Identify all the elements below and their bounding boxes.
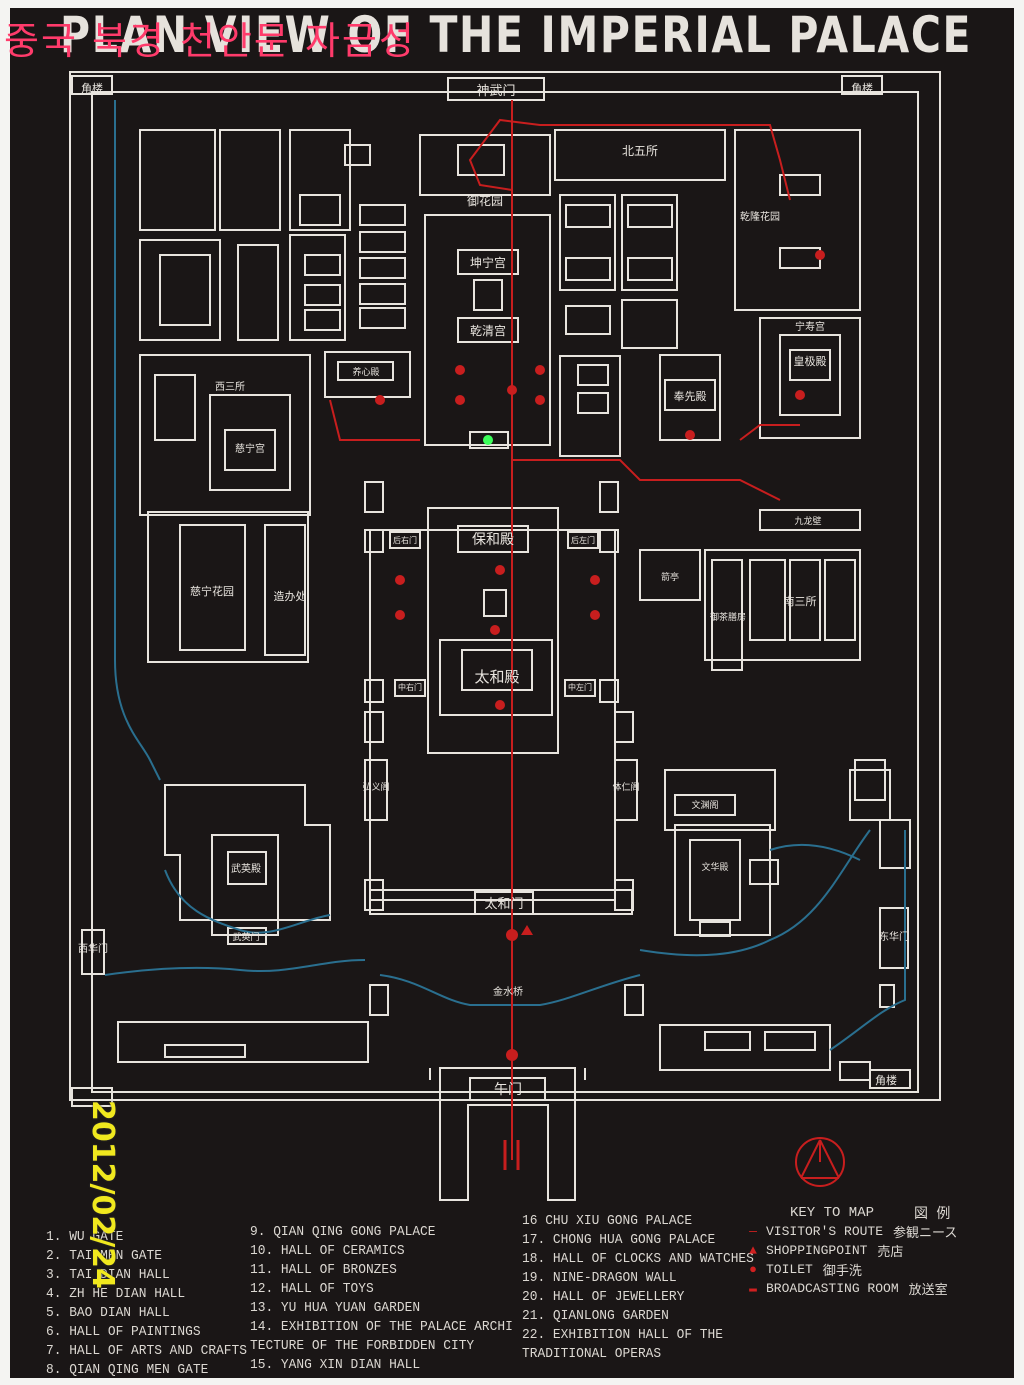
legend-item: 1. WU GATE	[46, 1229, 124, 1245]
label-zhongzuo: 中左门	[568, 682, 592, 692]
legend-item: 15. YANG XIN DIAN HALL	[250, 1357, 421, 1373]
label-cining-garden: 慈宁花园	[190, 584, 234, 598]
legend-item: 11. HALL OF BRONZES	[250, 1262, 397, 1278]
broadcast-icon: ▬	[749, 1281, 757, 1296]
legend-column-1: 1. WU GATE 2. TAI MEN GATE 3. TAI DIAN H…	[46, 1228, 247, 1380]
legend-item: 18. HALL OF CLOCKS AND WATCHES	[522, 1251, 754, 1267]
key-label-ja: 参観ニース	[893, 1226, 958, 1241]
label-houyou: 后右门	[393, 535, 417, 545]
legend-item: 7. HALL OF ARTS AND CRAFTS	[46, 1343, 247, 1359]
key-label: TOILET	[766, 1262, 813, 1277]
label-west-gate: 西华门	[78, 942, 108, 955]
compass-icon	[795, 1137, 845, 1187]
green-light	[483, 435, 493, 445]
key-label: SHOPPINGPOINT	[766, 1243, 868, 1258]
label-ningshou: 宁寿宫	[795, 320, 825, 333]
legend-item: 5. BAO DIAN HALL	[46, 1305, 170, 1321]
legend-item: 3. TAI DIAN HALL	[46, 1267, 170, 1283]
label-zhongyou: 中右门	[398, 682, 422, 692]
label-jiulong: 九龙壁	[794, 515, 821, 527]
date-stamp-text: 2012/02/24	[85, 1100, 120, 1289]
label-kunning: 坤宁宫	[470, 255, 506, 270]
label-north-gate: 神武门	[476, 84, 515, 99]
water-channel	[104, 100, 906, 1051]
meridian-gate	[439, 1067, 576, 1201]
legend-item: TECTURE OF THE FORBIDDEN CITY	[250, 1338, 475, 1354]
label-imperial-garden: 御花园	[467, 193, 503, 208]
legend-item: 2. TAI MEN GATE	[46, 1248, 162, 1264]
label-qianlong-garden: 乾隆花园	[740, 210, 780, 223]
label-jinshui: 金水桥	[493, 985, 523, 998]
inner-wall	[91, 91, 919, 1093]
label-meridian-gate: 午门	[494, 1082, 522, 1098]
label-beiwu: 北五所	[622, 144, 658, 158]
label-wuying: 武英殿	[231, 862, 261, 875]
toilet-dot-icon: ●	[749, 1262, 757, 1277]
visitor-route	[329, 100, 800, 1170]
label-corner-nw: 角楼	[81, 81, 103, 95]
shop-triangle-icon: ▲	[749, 1243, 757, 1258]
legend-item: 22. EXHIBITION HALL OF THE	[522, 1327, 723, 1343]
label-houzuo: 后左门	[571, 535, 595, 545]
legend-item: 14. EXHIBITION OF THE PALACE ARCHI	[250, 1319, 513, 1335]
label-wuying-gate: 武英门	[232, 931, 259, 943]
key-title-ja: 図 例	[914, 1206, 951, 1223]
north-gate	[447, 77, 545, 101]
legend-item: 12. HALL OF TOYS	[250, 1281, 374, 1297]
label-yucha: 御茶膳房	[710, 611, 746, 623]
date-stamp: 2012/02/24	[82, 1100, 122, 1370]
label-wenyuan: 文渊阁	[691, 799, 718, 811]
key-label: BROADCASTING ROOM	[766, 1281, 899, 1296]
label-xisan: 西三所	[215, 381, 245, 393]
watermark-text: 중국 북경 천안문 자금성	[4, 19, 416, 63]
legend-item: 13. YU HUA YUAN GARDEN	[250, 1300, 421, 1316]
legend-item: 19. NINE-DRAGON WALL	[522, 1270, 677, 1286]
route-line-icon: —	[749, 1224, 757, 1239]
label-baohe: 保和殿	[472, 532, 514, 548]
legend-item: 9. QIAN QING GONG PALACE	[250, 1224, 436, 1240]
label-jianting: 箭亭	[661, 571, 679, 583]
label-corner-ne: 角楼	[851, 81, 873, 95]
label-wenhua: 文华殿	[701, 861, 728, 873]
label-tiren: 体仁阁	[612, 781, 639, 793]
legend-item: TRADITIONAL OPERAS	[522, 1346, 662, 1362]
key-label: VISITOR'S ROUTE	[766, 1224, 884, 1239]
legend-item: 16 CHU XIU GONG PALACE	[522, 1213, 693, 1229]
label-cining: 慈宁宫	[235, 442, 265, 455]
legend-item: 17. CHONG HUA GONG PALACE	[522, 1232, 716, 1248]
label-yangxin: 养心殿	[352, 366, 379, 378]
label-taihe-hall: 太和殿	[474, 668, 519, 686]
label-fengxian: 奉先殿	[674, 389, 707, 403]
label-east-gate: 东华门	[879, 930, 909, 943]
legend-item: 4. ZH HE DIAN HALL	[46, 1286, 186, 1302]
label-hongyi: 弘义阁	[362, 781, 389, 793]
legend-item: 20. HALL OF JEWELLERY	[522, 1289, 685, 1305]
legend-item: 10. HALL OF CERAMICS	[250, 1243, 405, 1259]
label-zaoban: 造办处	[274, 589, 307, 603]
key-label-ja: 売店	[877, 1245, 904, 1260]
label-corner-se: 角楼	[875, 1073, 897, 1087]
key-label-ja: 放送室	[908, 1283, 948, 1298]
legend-item: 21. QIANLONG GARDEN	[522, 1308, 669, 1324]
key-label-ja: 御手洗	[822, 1264, 862, 1279]
label-huangji: 皇极殿	[794, 354, 827, 368]
label-taihe-gate: 太和门	[484, 897, 523, 912]
label-qianqing: 乾清宫	[470, 323, 506, 338]
map-title: PLAN VIEW OF THE IMPERIAL PALACE	[60, 6, 973, 64]
label-nansan: 南三所	[784, 595, 817, 608]
legend-item: 8. QIAN QING MEN GATE	[46, 1362, 209, 1378]
legend-item: 6. HALL OF PAINTINGS	[46, 1324, 201, 1340]
legend-column-2: 9. QIAN QING GONG PALACE 10. HALL OF CER…	[250, 1223, 513, 1375]
key-title: KEY TO MAP	[790, 1204, 875, 1221]
map-key: KEY TO MAP 図 例 — VISITOR'S ROUTE 参観ニース ▲ SHO…	[740, 1203, 958, 1299]
legend-column-3: 16 CHU XIU GONG PALACE 17. CHONG HUA GON…	[522, 1212, 754, 1364]
